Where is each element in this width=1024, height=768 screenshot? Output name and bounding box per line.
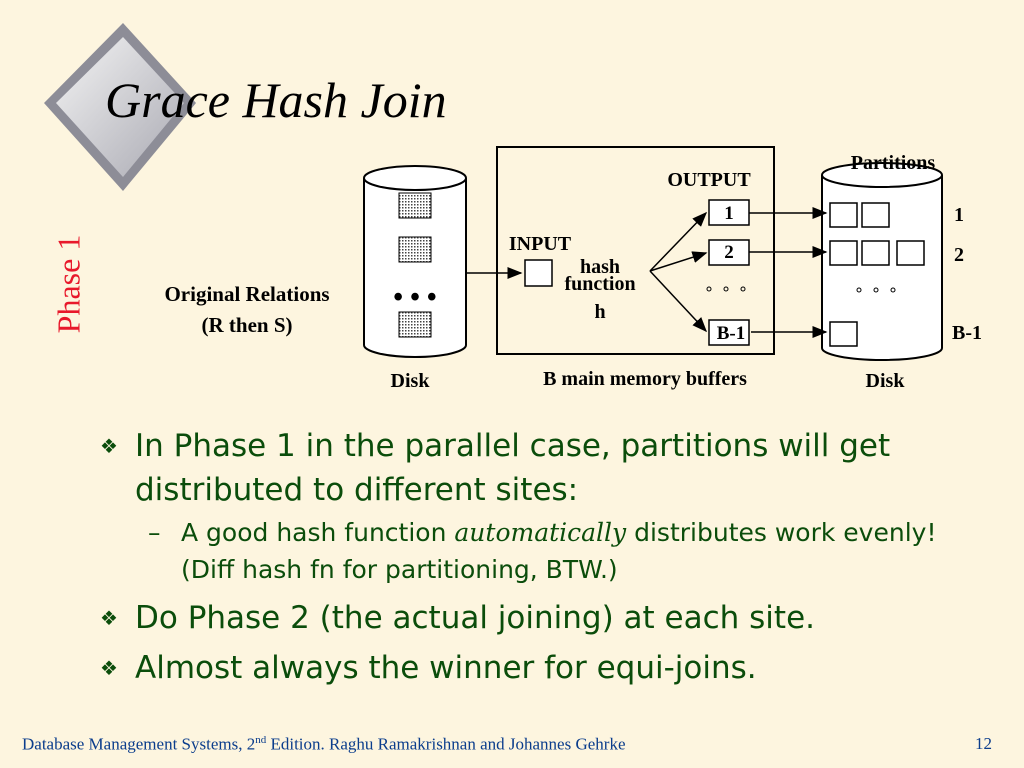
partition-2-label: 2 — [954, 244, 964, 266]
bullet-text: Almost always the winner for equi-joins. — [135, 650, 757, 686]
hash-function-line2: function — [564, 273, 635, 295]
output-buffer-2 — [708, 239, 750, 266]
partition-2-page-1 — [829, 240, 858, 266]
bullet-list: ❖ In Phase 1 in the parallel case, parti… — [100, 424, 980, 696]
hash-function-line3: h — [594, 301, 605, 323]
footer-citation: Database Management Systems, 2nd Edition… — [22, 734, 626, 755]
input-label: INPUT — [509, 233, 572, 255]
partition-b-1-label: B-1 — [952, 322, 982, 344]
memory-buffers-box — [496, 146, 775, 355]
bullet-diamond-icon: ❖ — [100, 656, 118, 680]
sub-bullet-item: – A good hash function automatically dis… — [100, 514, 980, 588]
partitions-label: Partitions — [851, 152, 936, 174]
bullet-item: ❖ Almost always the winner for equi-join… — [100, 646, 980, 690]
bullet-item: ❖ In Phase 1 in the parallel case, parti… — [100, 424, 980, 512]
left-disk-page-2 — [398, 236, 432, 263]
sub-bullet-emphasis: automatically — [454, 518, 627, 547]
partition-ellipsis — [856, 287, 896, 293]
output-buffer-2-label: 2 — [724, 242, 734, 263]
output-buffer-b-1-label: B-1 — [717, 323, 746, 344]
arrow-hash-to-buffer-2 — [649, 251, 708, 272]
left-disk-cylinder — [363, 165, 467, 358]
partition-1-page-2 — [861, 202, 890, 228]
partition-1-page-1 — [829, 202, 858, 228]
arrow-hash-to-buffer-b-1 — [649, 270, 708, 333]
partition-1-label: 1 — [954, 204, 964, 226]
output-buffer-1 — [708, 199, 750, 226]
left-disk-ellipsis: • • • — [393, 282, 436, 313]
output-buffer-ellipsis — [706, 286, 746, 292]
left-disk-page-3 — [398, 311, 432, 338]
page-number: 12 — [975, 734, 992, 753]
footer-superscript: nd — [255, 734, 267, 746]
arrow-hash-to-buffer-1 — [649, 211, 708, 272]
partition-2-page-3 — [896, 240, 925, 266]
left-disk-label: Disk — [391, 370, 431, 392]
slide-title: Grace Hash Join — [105, 72, 447, 128]
memory-buffers-label: B main memory buffers — [543, 368, 747, 390]
bullet-diamond-icon: ❖ — [100, 434, 118, 458]
hash-join-diagram: • • • 1 2 B-1 OUTPUT INPUT hash function… — [363, 146, 982, 392]
original-relations-label: Original Relations (R then S) — [120, 279, 374, 341]
diamond-logo — [44, 23, 196, 191]
bullet-text: In Phase 1 in the parallel case, partiti… — [135, 428, 891, 508]
output-label: OUTPUT — [667, 169, 751, 191]
bullet-item: ❖ Do Phase 2 (the actual joining) at eac… — [100, 596, 980, 640]
footer-suffix: Edition. Raghu Ramakrishnan and Johannes… — [266, 734, 626, 754]
input-buffer — [524, 259, 553, 287]
output-buffer-b-1 — [708, 319, 750, 346]
footer-prefix: Database Management Systems, 2 — [22, 734, 256, 754]
bullet-text: Do Phase 2 (the actual joining) at each … — [135, 600, 816, 636]
sub-bullet-text-before: A good hash function — [181, 518, 455, 547]
partition-2-page-2 — [861, 240, 890, 266]
right-disk-label: Disk — [866, 370, 906, 392]
sub-bullet-dash-icon: – — [148, 518, 161, 547]
original-relations-line2: (R then S) — [201, 313, 293, 337]
original-relations-line1: Original Relations — [164, 282, 330, 306]
output-buffer-1-label: 1 — [724, 203, 734, 224]
partition-b-1-page-1 — [829, 321, 858, 347]
hash-function-line1: hash — [580, 256, 620, 278]
left-disk-page-1 — [398, 192, 432, 219]
sub-bullet-text-after: distributes work evenly! (Diff hash fn f… — [181, 518, 937, 584]
bullet-diamond-icon: ❖ — [100, 606, 118, 630]
